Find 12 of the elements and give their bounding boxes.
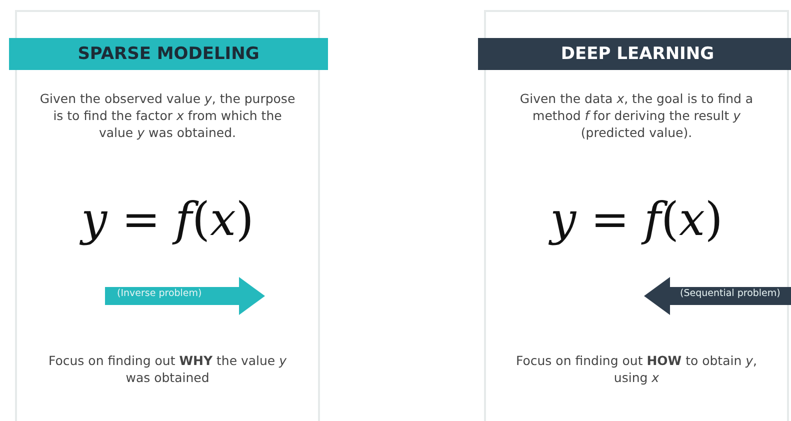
arrow-label: (Inverse problem) [117, 288, 202, 299]
description-text: Given the data x, the goal is to find a method f for deriving the result y (predicted value). [518, 90, 754, 141]
equation: y = f(x) [548, 192, 724, 246]
equation: y = f(x) [78, 192, 255, 246]
description-text: Given the observed value y, the purpose is to find the factor x from which the value y was obtained. [38, 90, 296, 141]
arrow-shape [105, 277, 265, 315]
heading-banner: DEEP LEARNING [478, 38, 791, 70]
focus-text: Focus on finding out WHY the value y was obtained [48, 352, 288, 386]
arrow-label: (Sequential problem) [680, 288, 780, 299]
focus-text: Focus on finding out HOW to obtain y, using x [515, 352, 758, 386]
arrow-shape [644, 277, 791, 315]
heading-banner: SPARSE MODELING [9, 38, 328, 70]
